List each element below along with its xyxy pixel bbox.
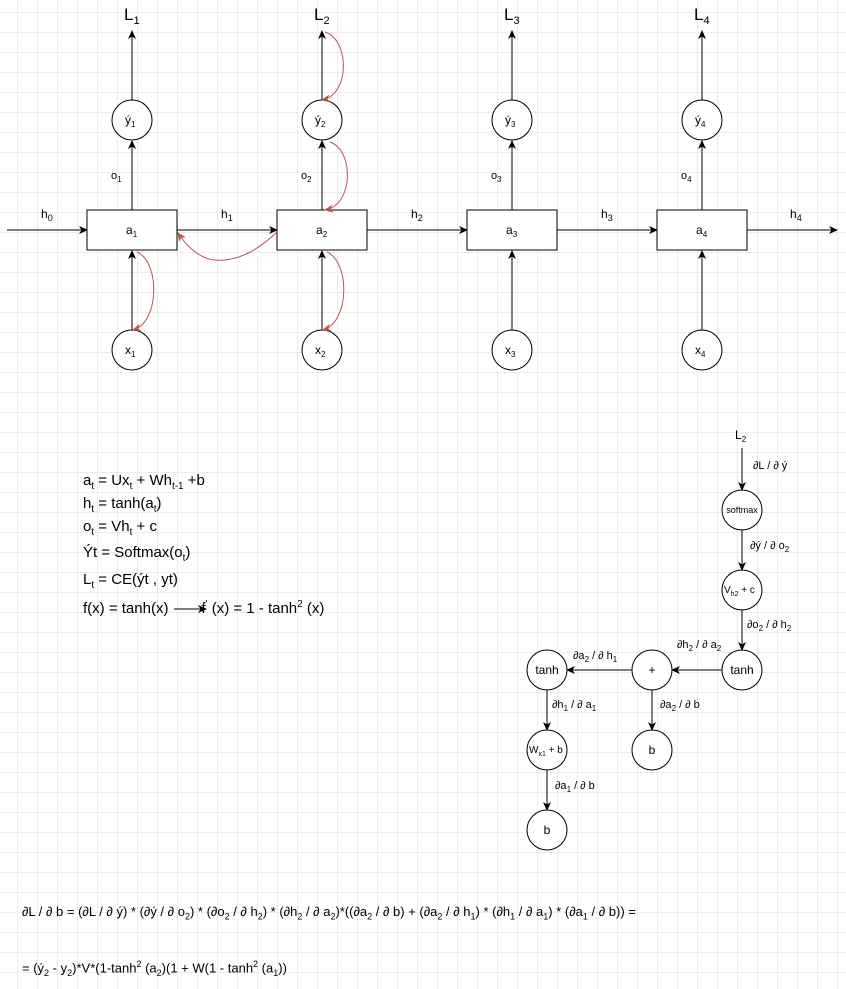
- output-node-label-3: ý3: [505, 113, 516, 129]
- computation-graph: L2 ∂L / ∂ ý softmax ∂ý / ∂ o2 Vh2 + c ∂o…: [526, 428, 792, 851]
- output-node-label-1: ý1: [125, 113, 136, 129]
- o-label-1: o1: [111, 170, 122, 184]
- loss-label-4: L4: [694, 5, 710, 27]
- input-node-1: [111, 329, 153, 371]
- cell-label-3: a3: [506, 223, 518, 239]
- equation-at: at = Uxt + Wht-1 +b: [83, 472, 205, 492]
- equation-ht: ht = tanh(at): [83, 495, 162, 515]
- graph-edge-label-6: ∂a2 / ∂ b: [660, 699, 700, 713]
- loss-label-2: L2: [314, 5, 330, 27]
- input-node-4: [681, 329, 723, 371]
- equation-yt: Ýt = Softmax(ot): [83, 544, 191, 564]
- o-label-2: o2: [301, 170, 312, 184]
- h4-label: h4: [790, 207, 802, 223]
- graph-edge-label-3: ∂o2 / ∂ h2: [747, 619, 792, 633]
- backprop-a2-to-x2: [322, 251, 345, 332]
- input-node-label-1: x1: [125, 343, 136, 359]
- equation-ot: ot = Vht + c: [83, 518, 157, 538]
- backprop-arrows: [132, 31, 348, 332]
- input-node-label-3: x3: [505, 343, 516, 359]
- o-label-3: o3: [491, 170, 502, 184]
- o-label-4: o4: [681, 170, 692, 184]
- input-node-label-4: x4: [695, 343, 706, 359]
- b-node-right: [631, 729, 673, 771]
- backprop-a1-to-x1: [132, 251, 155, 332]
- input-node-label-2: x2: [315, 343, 326, 359]
- h1-label: h1: [221, 207, 233, 223]
- time-step-2: L2 ý2 o2 a2 x2: [276, 5, 368, 371]
- output-node-label-2: ý2: [315, 113, 326, 129]
- cell-label-4: a4: [696, 223, 708, 239]
- graph-edge-label-5: ∂a2 / ∂ h1: [573, 650, 618, 664]
- cell-label-2: a2: [316, 223, 328, 239]
- cell-label-1: a1: [126, 223, 138, 239]
- cell-4: [656, 209, 748, 251]
- b-node-bottom: [526, 809, 568, 851]
- gradient-formula-line-1: ∂L / ∂ b = (∂L / ∂ ý) * (∂ý / ∂ o2) * (∂…: [22, 904, 636, 922]
- loss-label-3: L3: [504, 5, 520, 27]
- backprop-a2-to-a1: [177, 231, 278, 261]
- plus-node-label: +: [648, 663, 655, 677]
- cell-2: [276, 209, 368, 251]
- graph-edge-label-1: ∂L / ∂ ý: [753, 460, 788, 472]
- equation-lt: Lt = CE(ýt , yt): [83, 571, 178, 591]
- b-node-bottom-label: b: [544, 823, 551, 837]
- backprop-l2-to-y2: [321, 31, 344, 103]
- gradient-formula-line-2: = (ý2 - y2)*V*(1-tanh2 (a2)(1 + W(1 - ta…: [22, 959, 287, 978]
- vh-node-label: Vh2 + c: [724, 585, 755, 598]
- graph-edge-label-2: ∂ý / ∂ o2: [750, 540, 790, 554]
- cell-3: [466, 209, 558, 251]
- wx-node-label: Wx1 + b: [529, 745, 563, 758]
- loss-label-1: L1: [124, 5, 140, 27]
- graph-loss-label: L2: [735, 428, 747, 444]
- output-node-label-4: ý4: [695, 113, 706, 129]
- hidden-state-labels: h0 h1 h2 h3 h4: [41, 207, 802, 223]
- graph-edge-label-7: ∂h1 / ∂ a1: [552, 699, 597, 713]
- backprop-y2-to-a2: [324, 141, 348, 213]
- input-node-2: [301, 329, 343, 371]
- b-node-right-label: b: [649, 743, 656, 757]
- time-step-3: L3 ý3 o3 a3 x3: [466, 5, 558, 371]
- graph-edge-label-4: ∂h2 / ∂ a2: [677, 639, 722, 653]
- h2-label: h2: [411, 207, 423, 223]
- graph-edge-label-8: ∂a1 / ∂ b: [555, 780, 595, 794]
- softmax-node-label: softmax: [726, 505, 758, 515]
- equation-tanh-derivative: f(x) = tanh(x)f' (x) = 1 - tanh2 (x): [83, 599, 325, 617]
- time-step-4: L4 ý4 o4 a4 x4: [656, 5, 748, 371]
- input-node-3: [491, 329, 533, 371]
- h0-label: h0: [41, 207, 53, 223]
- time-step-1: L1 ý1 o1 a1 x1: [86, 5, 178, 371]
- tanh-node-left-label: tanh: [535, 663, 558, 677]
- cell-1: [86, 209, 178, 251]
- h3-label: h3: [601, 207, 613, 223]
- tanh-node-right-label: tanh: [730, 663, 753, 677]
